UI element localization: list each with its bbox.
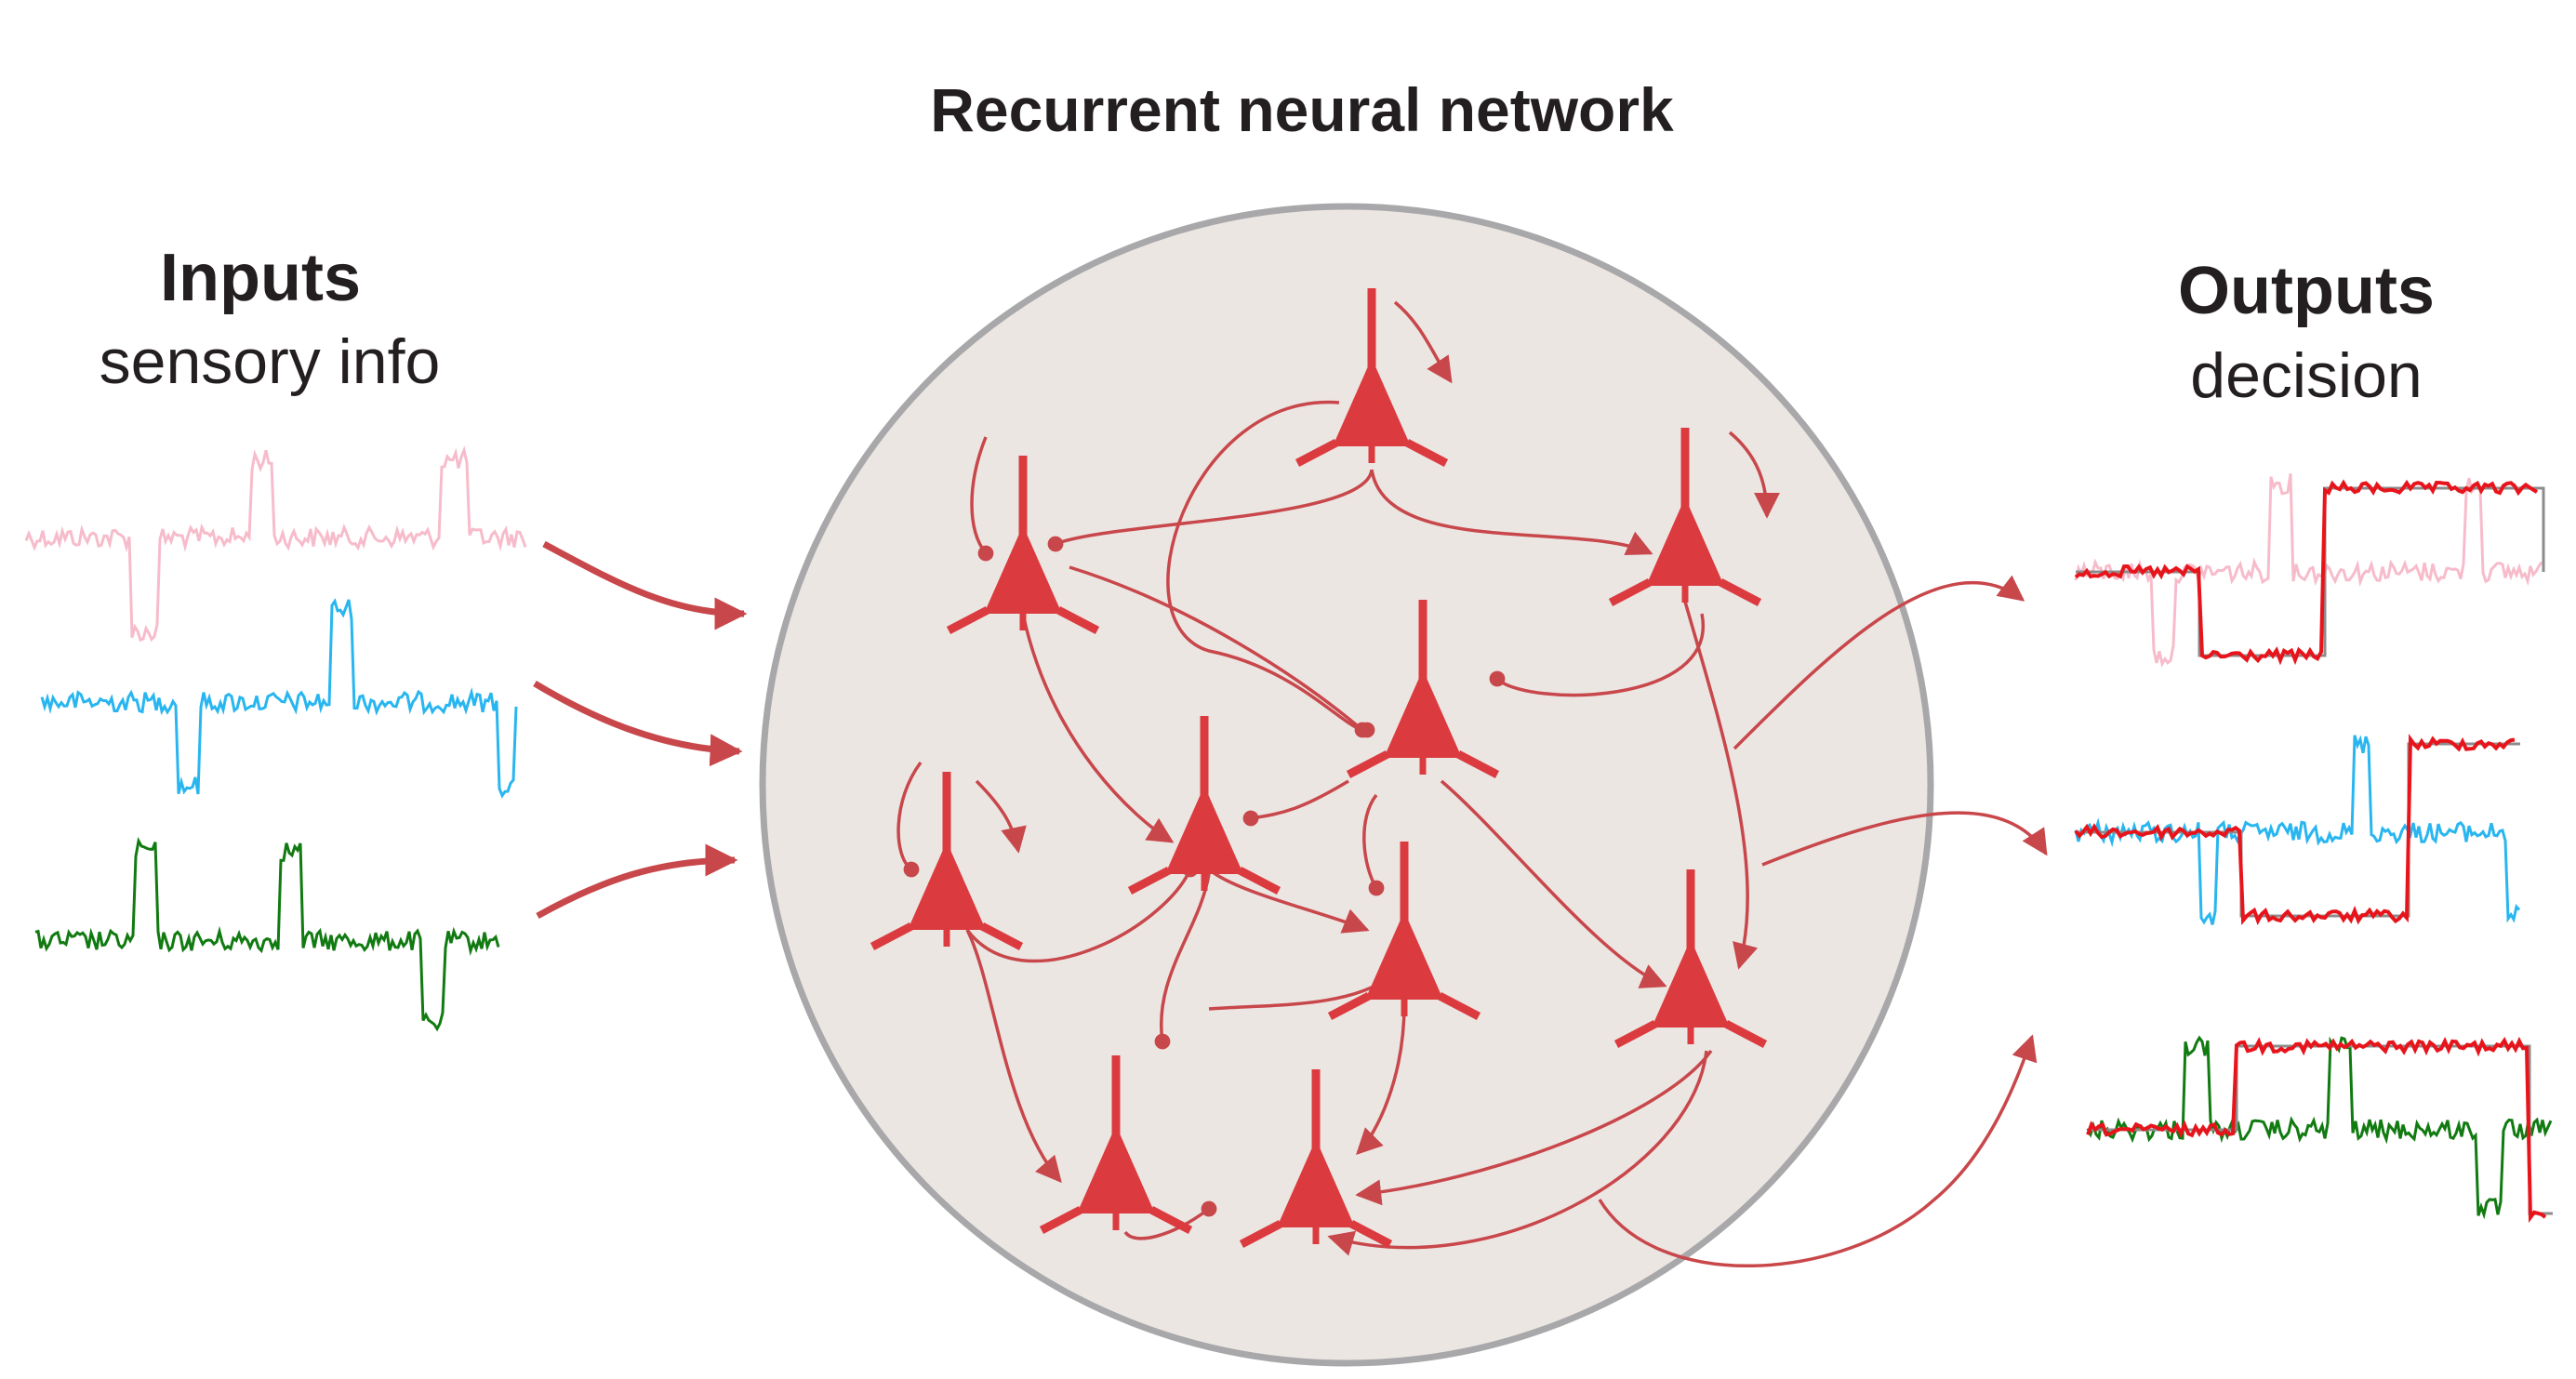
neuron-6 — [870, 772, 1024, 950]
connection-12 — [1440, 779, 1667, 988]
connection-6 — [1069, 565, 1371, 738]
decision-trace-3 — [2086, 1036, 2547, 1224]
connection-17 — [1207, 868, 1370, 934]
output-arrow-3 — [1598, 1034, 2038, 1267]
connection-13 — [896, 761, 923, 878]
connection-1 — [1047, 469, 1374, 552]
neuron-5 — [1127, 716, 1281, 895]
neuron-2 — [946, 456, 1100, 634]
connection-22 — [1123, 1200, 1217, 1240]
neuron-4 — [1346, 600, 1500, 778]
connection-2 — [1370, 469, 1653, 556]
connection-5 — [970, 436, 994, 562]
connection-7 — [1021, 613, 1175, 843]
connection-23 — [1355, 1049, 1713, 1206]
decision-trace-1 — [2074, 479, 2539, 666]
input-arrow-3 — [536, 843, 738, 920]
neuron-9 — [1039, 1055, 1193, 1234]
decision-trace-2 — [2074, 734, 2516, 926]
output-traces — [2074, 473, 2553, 1224]
input-arrow-2 — [533, 680, 743, 767]
input-traces — [24, 445, 527, 1032]
connection-18 — [1362, 793, 1385, 896]
connection-3 — [1393, 300, 1453, 384]
connection-19 — [1154, 873, 1211, 1050]
diagram-title: Recurrent neural network — [930, 75, 1674, 144]
neuron-1 — [1295, 288, 1449, 467]
output-input-trace-1 — [2074, 473, 2543, 669]
inputs-heading: Inputs — [160, 241, 361, 315]
output-input-trace-2 — [2074, 735, 2521, 925]
neuron-7 — [1327, 842, 1481, 1020]
neuron-8 — [1613, 869, 1768, 1048]
outputs-heading: Outputs — [2178, 254, 2435, 328]
input-trace-3 — [34, 836, 500, 1032]
input-trace-1 — [24, 445, 527, 643]
connection-11 — [1242, 779, 1349, 827]
connection-16 — [965, 929, 1062, 1184]
network-boundary — [759, 203, 1934, 1367]
connection-15 — [965, 861, 1199, 963]
output-arrow-1 — [1733, 575, 2025, 750]
connection-21 — [1356, 1003, 1406, 1155]
connection-24 — [1327, 1050, 1708, 1256]
neuron-10 — [1239, 1069, 1393, 1248]
outputs-subheading: decision — [2190, 340, 2423, 411]
connection-14 — [975, 779, 1027, 854]
input-arrows — [533, 540, 748, 920]
input-arrow-1 — [542, 540, 748, 630]
neuron-3 — [1608, 428, 1762, 606]
connection-8 — [1728, 431, 1780, 519]
output-arrow-2 — [1761, 811, 2048, 867]
inputs-subheading: sensory info — [99, 326, 441, 397]
input-trace-2 — [40, 598, 518, 799]
output-arrows — [1598, 575, 2048, 1267]
connection-4 — [1166, 401, 1375, 738]
connection-10 — [1681, 594, 1759, 970]
neurons — [870, 288, 1768, 1248]
recurrent-connections — [896, 300, 1780, 1256]
